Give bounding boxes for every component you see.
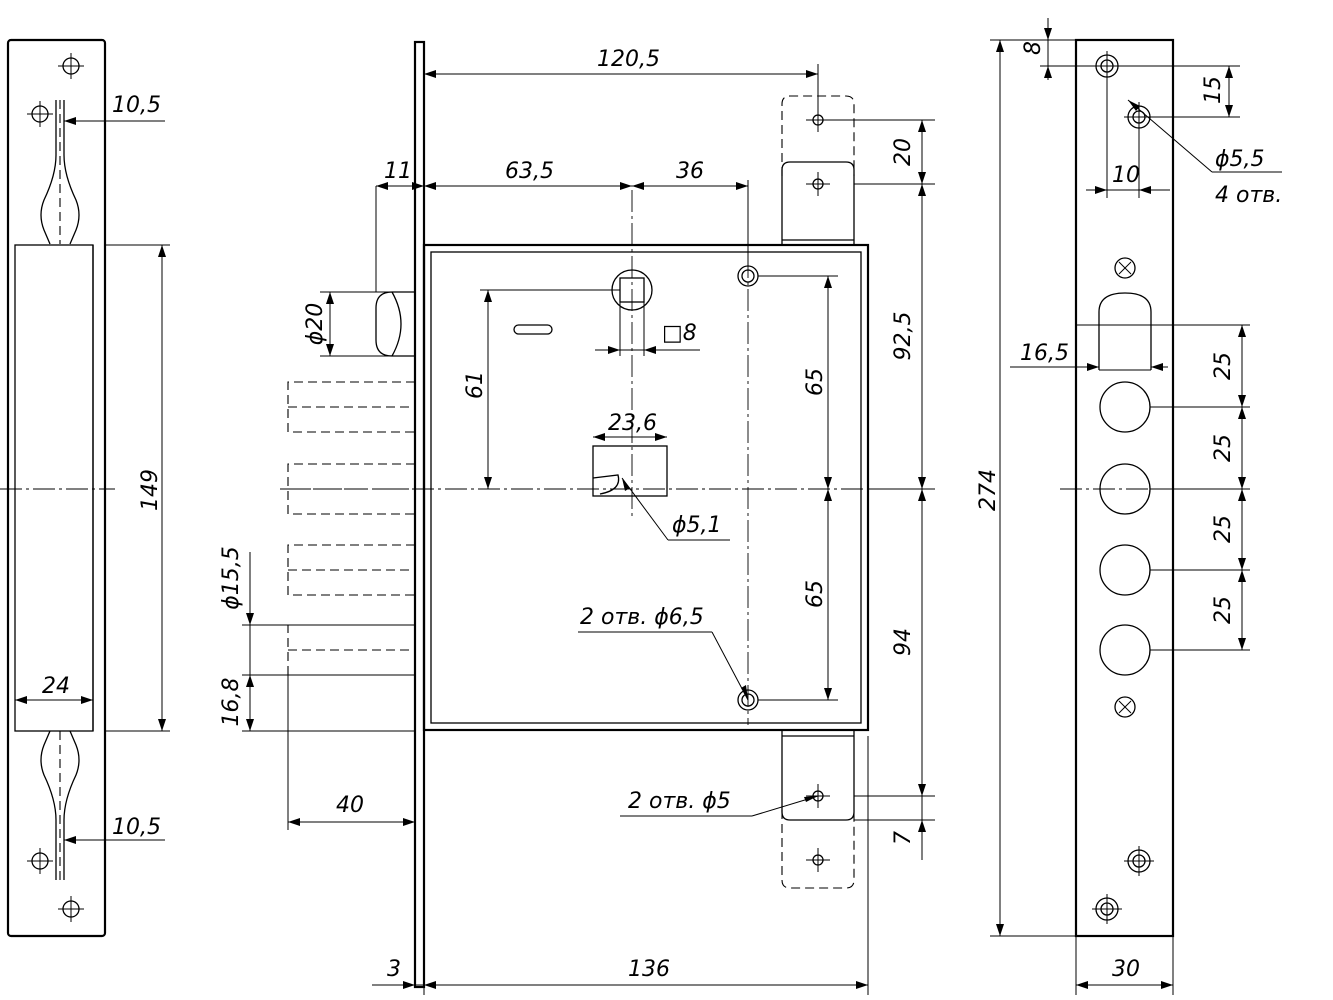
dim-20-top: 20 bbox=[891, 138, 916, 166]
bolt-3 bbox=[287, 544, 415, 596]
strike-hole-4 bbox=[58, 896, 84, 922]
plate-bolt-hole-4 bbox=[1099, 624, 1151, 676]
dim-plate-25-a: 25 bbox=[1211, 352, 1236, 380]
strike-plate-outline bbox=[6, 38, 107, 938]
dim-136: 136 bbox=[628, 957, 670, 982]
strike-plate-view: 10,5 10,5 149 24 bbox=[0, 38, 170, 938]
dim-16-8: 16,8 bbox=[219, 678, 244, 727]
dim-23-6: 23,6 bbox=[608, 411, 657, 436]
dim-94: 94 bbox=[891, 628, 916, 656]
dim-63-5: 63,5 bbox=[505, 159, 554, 184]
bolt-1 bbox=[287, 381, 415, 433]
dim-11: 11 bbox=[384, 159, 412, 184]
dim-plate-274: 274 bbox=[976, 469, 1001, 511]
latch-bolt bbox=[375, 291, 415, 357]
dim-65-upper: 65 bbox=[803, 368, 828, 396]
dim-plate-phi-5-5: ϕ5,5 bbox=[1215, 147, 1265, 172]
dim-strike-24: 24 bbox=[42, 674, 70, 699]
dim-strike-10-5-bottom: 10,5 bbox=[112, 815, 161, 840]
front-plate-outline bbox=[1074, 38, 1175, 938]
plate-hole-3 bbox=[1124, 846, 1154, 876]
plate-screw-top bbox=[1114, 257, 1136, 279]
front-plate-view: 274 8 15 10 ϕ5,5 4 отв. 16,5 bbox=[976, 18, 1282, 995]
strike-upper-tongue bbox=[40, 100, 57, 245]
cylinder-cutout bbox=[592, 445, 668, 497]
plate-hole-4 bbox=[1092, 894, 1122, 924]
plate-bolt-hole-1 bbox=[1099, 381, 1151, 433]
dim-61: 61 bbox=[463, 371, 488, 399]
lock-case bbox=[422, 243, 870, 732]
dim-plate-4-holes: 4 отв. bbox=[1215, 183, 1282, 208]
slot bbox=[513, 324, 553, 335]
dim-holes-6-5: 2 отв. ϕ6,5 bbox=[580, 605, 704, 630]
strike-lower-tongue bbox=[40, 730, 57, 880]
bolt-4 bbox=[287, 624, 415, 676]
dim-92-5: 92,5 bbox=[891, 312, 916, 361]
dim-plate-8: 8 bbox=[1021, 41, 1046, 55]
dim-120-5: 120,5 bbox=[597, 47, 660, 72]
dim-7: 7 bbox=[891, 831, 916, 845]
strike-hole-1 bbox=[58, 53, 84, 79]
dim-plate-25-b: 25 bbox=[1211, 434, 1236, 462]
dim-40: 40 bbox=[336, 793, 364, 818]
dim-phi-5-1: ϕ5,1 bbox=[672, 513, 722, 538]
top-lug bbox=[781, 161, 855, 244]
dim-36: 36 bbox=[676, 159, 704, 184]
lock-body-view: 120,5 11 63,5 36 ϕ20 □8 61 bbox=[219, 40, 935, 995]
dim-phi-20: ϕ20 bbox=[303, 303, 328, 346]
plate-bolt-hole-3 bbox=[1099, 544, 1151, 596]
dim-65-lower: 65 bbox=[803, 580, 828, 608]
dim-3: 3 bbox=[387, 957, 401, 982]
dim-plate-25-d: 25 bbox=[1211, 596, 1236, 624]
strike-hole-3 bbox=[27, 848, 53, 874]
dim-plate-25-c: 25 bbox=[1211, 515, 1236, 543]
dim-plate-10: 10 bbox=[1112, 163, 1140, 188]
dim-plate-15: 15 bbox=[1201, 76, 1226, 104]
dim-square-8: □8 bbox=[662, 321, 697, 346]
strike-hole-2 bbox=[27, 101, 53, 127]
plate-screw-bottom bbox=[1114, 696, 1136, 718]
dim-strike-149: 149 bbox=[138, 469, 163, 511]
bottom-lug-dashed bbox=[781, 810, 855, 889]
plate-latch-opening bbox=[1098, 292, 1152, 370]
dim-phi-15-5: ϕ15,5 bbox=[219, 546, 244, 610]
strike-box bbox=[14, 244, 94, 732]
dim-strike-10-5-top: 10,5 bbox=[112, 93, 161, 118]
dim-plate-30: 30 bbox=[1112, 957, 1140, 982]
dim-holes-5: 2 отв. ϕ5 bbox=[628, 789, 731, 814]
dim-plate-16-5: 16,5 bbox=[1020, 341, 1069, 366]
